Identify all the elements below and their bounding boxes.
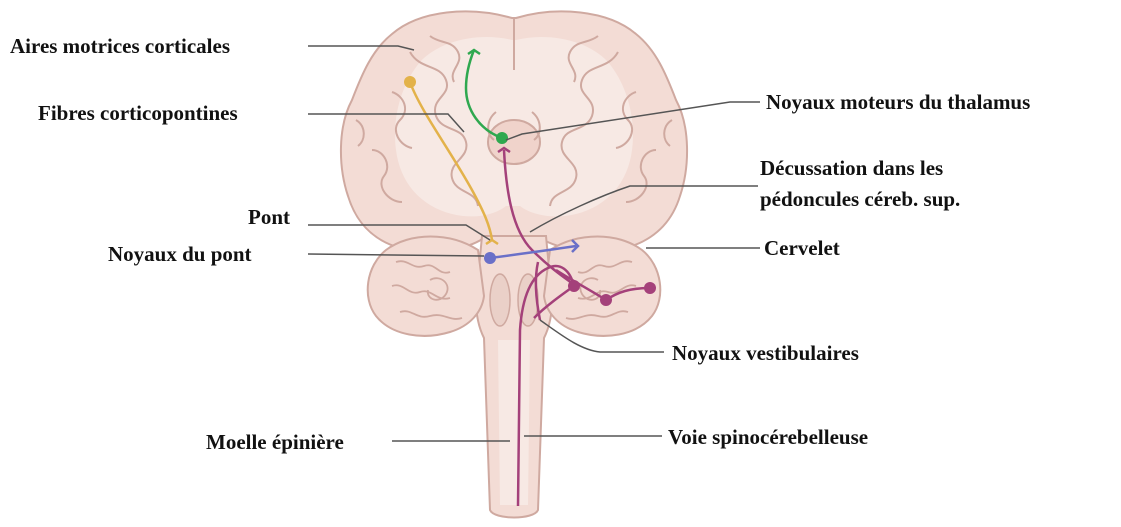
label-fibres-corticopontines: Fibres corticopontines: [38, 101, 238, 125]
label-aires-motrices: Aires motrices corticales: [10, 34, 230, 58]
label-moelle-epiniere: Moelle épinière: [206, 430, 344, 454]
label-cervelet: Cervelet: [764, 236, 840, 260]
thalamic-cell: [496, 132, 508, 144]
cerebellum-left: [368, 237, 484, 336]
dentate-cell-1: [568, 280, 580, 292]
label-decussation-line1: Décussation dans les: [760, 153, 960, 184]
olive-left: [490, 274, 510, 326]
label-voie-spinocerebelleuse: Voie spinocérebelleuse: [668, 425, 868, 449]
spinal-cord-inner: [498, 340, 530, 505]
label-decussation: Décussation dans les pédoncules céreb. s…: [760, 153, 960, 215]
label-noyaux-moteurs-thalamus: Noyaux moteurs du thalamus: [766, 90, 1030, 114]
label-noyaux-du-pont: Noyaux du pont: [108, 242, 252, 266]
cerebellum-right: [544, 237, 660, 336]
dentate-cell-2: [600, 294, 612, 306]
corticopontine-cell: [404, 76, 416, 88]
pontine-cell: [484, 252, 496, 264]
label-decussation-line2: pédoncules céreb. sup.: [760, 184, 960, 215]
purkinje-cell: [644, 282, 656, 294]
label-noyaux-vestibulaires: Noyaux vestibulaires: [672, 341, 859, 365]
brainstem: [476, 236, 552, 518]
thalamus: [488, 120, 540, 164]
label-pont: Pont: [248, 205, 290, 229]
